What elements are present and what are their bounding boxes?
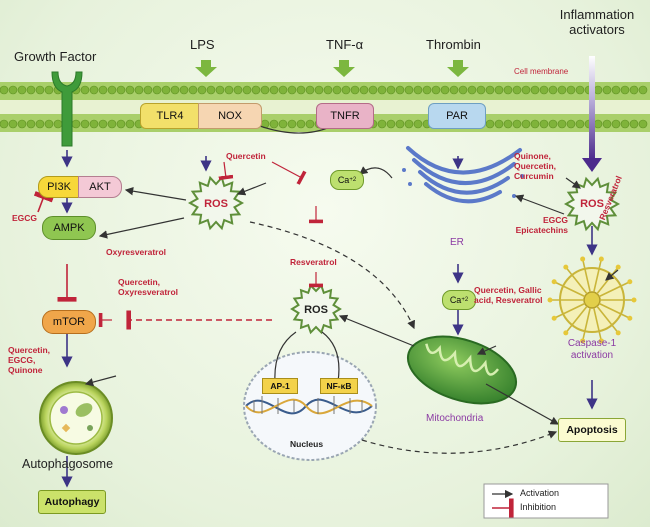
quercetin-gallic-resveratrol-label: Quercetin, Gallic acid, Resveratrol xyxy=(474,285,543,305)
apoptosis-node: Apoptosis xyxy=(558,418,626,442)
ap1-node: AP-1 xyxy=(262,378,298,394)
legend-box xyxy=(483,483,609,519)
quinone-quercetin-curcumin-label: Quinone, Quercetin, Curcumin xyxy=(514,151,557,181)
inflammation-arrow xyxy=(582,56,602,172)
inhibition-arrows xyxy=(33,161,324,330)
calcium-node-er: Ca+2 xyxy=(442,290,476,310)
er-label: ER xyxy=(450,237,464,248)
autophagy-node: Autophagy xyxy=(38,490,106,514)
nox-receptor: NOX xyxy=(198,103,262,129)
autophagosome-label: Autophagosome xyxy=(22,457,114,471)
egcg-epicatechins-label: EGCG Epicatechins xyxy=(515,215,568,235)
ros-mid-label: ROS xyxy=(304,304,328,316)
egcg-inhibitor-label: EGCG xyxy=(12,213,38,223)
par-receptor: PAR xyxy=(428,103,486,129)
cell-membrane-label: Cell membrane xyxy=(514,67,569,76)
er-graphic xyxy=(402,146,524,204)
tnfr-receptor: TNFR xyxy=(316,103,374,129)
akt-node: AKT xyxy=(78,176,122,198)
quercetin-top-label: Quercetin xyxy=(226,151,266,161)
input-arrows xyxy=(195,60,469,77)
legend-inhibition-label: Inhibition xyxy=(520,502,557,512)
quercetin-oxyresveratrol-label: Quercetin, Oxyresveratrol xyxy=(118,277,179,297)
resveratrol-mid-label: Resveratrol xyxy=(290,257,337,267)
thrombin-label: Thrombin xyxy=(426,37,481,52)
growth-factor-label: Growth Factor xyxy=(14,49,97,64)
ampk-node: AMPK xyxy=(42,216,96,240)
legend-activation-label: Activation xyxy=(520,488,560,498)
pi3k-node: PI3K xyxy=(38,176,80,198)
autophagosome-graphic xyxy=(39,381,113,455)
ros-left-label: ROS xyxy=(204,198,228,210)
tlr4-receptor: TLR4 xyxy=(140,103,200,129)
ros-burst-mid xyxy=(290,283,342,335)
mitochondria-graphic xyxy=(406,335,518,405)
inflammation-label: Inflammation activators xyxy=(559,7,635,37)
calcium-charge: +2 xyxy=(461,297,469,303)
calcium-node-top: Ca+2 xyxy=(330,170,364,190)
mitochondria-label: Mitochondria xyxy=(426,413,484,424)
ros-burst-left xyxy=(187,175,245,231)
calcium-charge: +2 xyxy=(349,177,357,183)
oxyresveratrol-label: Oxyresveratrol xyxy=(106,247,167,257)
nucleus-label: Nucleus xyxy=(290,439,324,449)
ros-burst-right xyxy=(563,176,621,232)
caspase-wheel xyxy=(547,256,637,344)
mtor-node: mTOR xyxy=(42,310,96,334)
activation-arrows xyxy=(61,150,598,488)
lps-label: LPS xyxy=(190,37,215,52)
quercetin-egcg-quinone-label: Quercetin, EGCG, Quinone xyxy=(8,345,51,375)
calcium-label: Ca xyxy=(449,295,462,305)
calcium-label: Ca xyxy=(337,175,350,185)
caspase-label: Caspase-1 activation xyxy=(567,338,617,361)
ros-right-label: ROS xyxy=(580,198,604,210)
tnf-label: TNF-α xyxy=(326,37,364,52)
nfkb-node: NF-κB xyxy=(320,378,358,394)
growth-factor-receptor xyxy=(51,71,83,147)
